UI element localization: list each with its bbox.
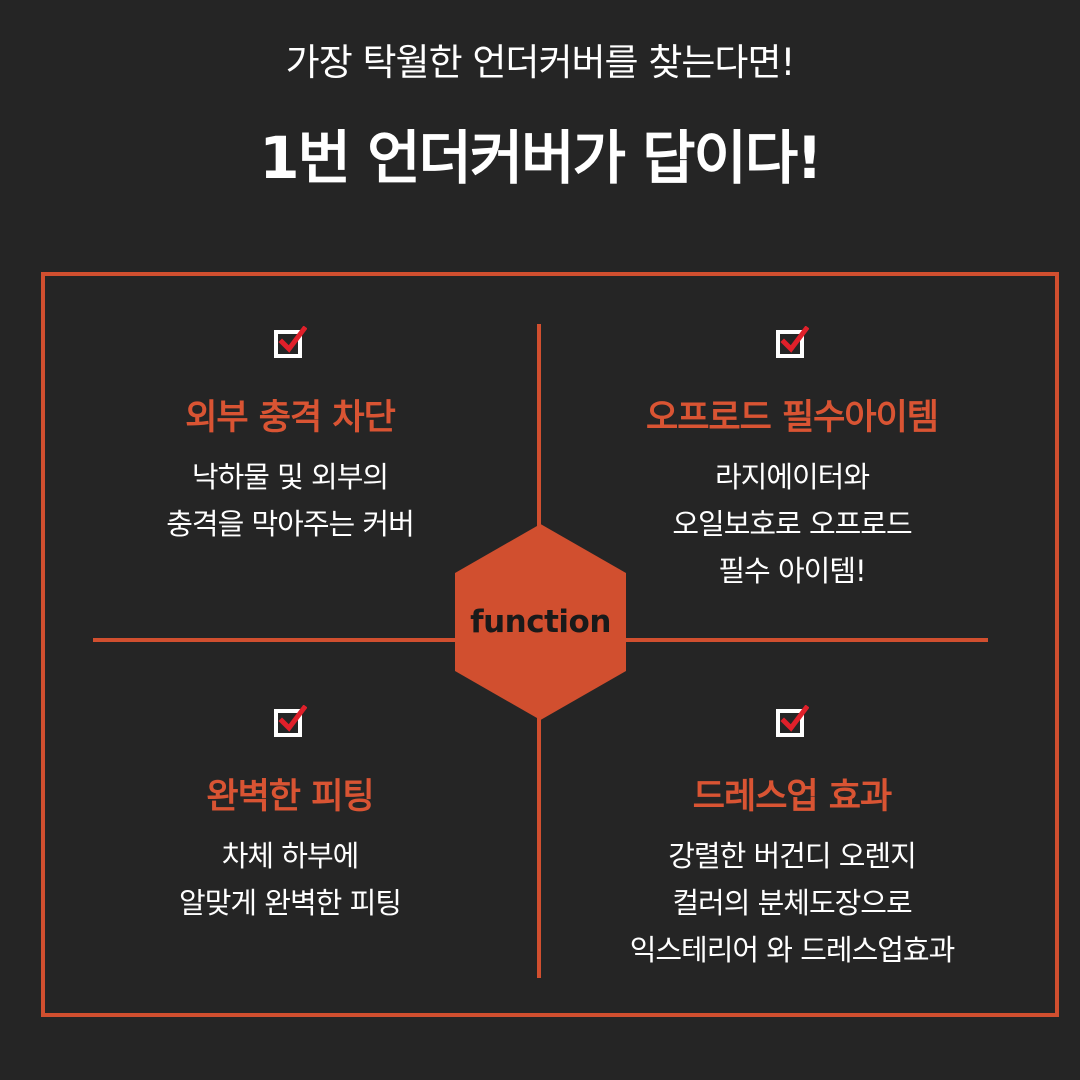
feature-description: 라지에이터와 오일보호로 오프로드 필수 아이템! [567,454,1017,595]
feature-description: 차체 하부에 알맞게 완벽한 피팅 [65,833,515,927]
feature-card-offroad: 오프로드 필수아이템 라지에이터와 오일보호로 오프로드 필수 아이템! [567,326,1017,595]
feature-line: 충격을 막아주는 커버 [166,507,415,541]
feature-line: 차체 하부에 [221,839,360,873]
feature-line: 익스테리어 와 드레스업효과 [629,933,956,967]
feature-title: 외부 충격 차단 [185,398,396,438]
checkbox-checked-icon [274,705,307,737]
center-label: function [470,604,611,640]
center-hexagon [455,524,626,720]
feature-line: 컬러의 분체도장으로 [672,886,912,920]
page-title: 1번 언더커버가 답이다! [259,124,822,192]
feature-title: 완벽한 피팅 [206,777,374,817]
feature-line: 필수 아이템! [718,554,866,588]
subtitle: 가장 탁월한 언더커버를 찾는다면! [285,41,796,84]
features-frame [41,272,1059,1017]
feature-line: 알맞게 완벽한 피팅 [179,886,402,920]
checkbox-checked-icon [274,326,307,358]
feature-line: 라지에이터와 [714,460,870,494]
checkbox-checked-icon [776,326,809,358]
feature-line: 낙하물 및 외부의 [191,460,389,494]
feature-title: 드레스업 효과 [692,777,892,817]
feature-line: 오일보호로 오프로드 [672,507,912,541]
feature-title: 오프로드 필수아이템 [646,398,939,438]
feature-description: 낙하물 및 외부의 충격을 막아주는 커버 [65,454,515,548]
feature-line: 강렬한 버건디 오렌지 [668,839,917,873]
checkbox-checked-icon [776,705,809,737]
feature-card-impact: 외부 충격 차단 낙하물 및 외부의 충격을 막아주는 커버 [65,326,515,548]
feature-card-fitting: 완벽한 피팅 차체 하부에 알맞게 완벽한 피팅 [65,705,515,927]
feature-description: 강렬한 버건디 오렌지 컬러의 분체도장으로 익스테리어 와 드레스업효과 [567,833,1017,974]
feature-card-dressup: 드레스업 효과 강렬한 버건디 오렌지 컬러의 분체도장으로 익스테리어 와 드… [567,705,1017,974]
